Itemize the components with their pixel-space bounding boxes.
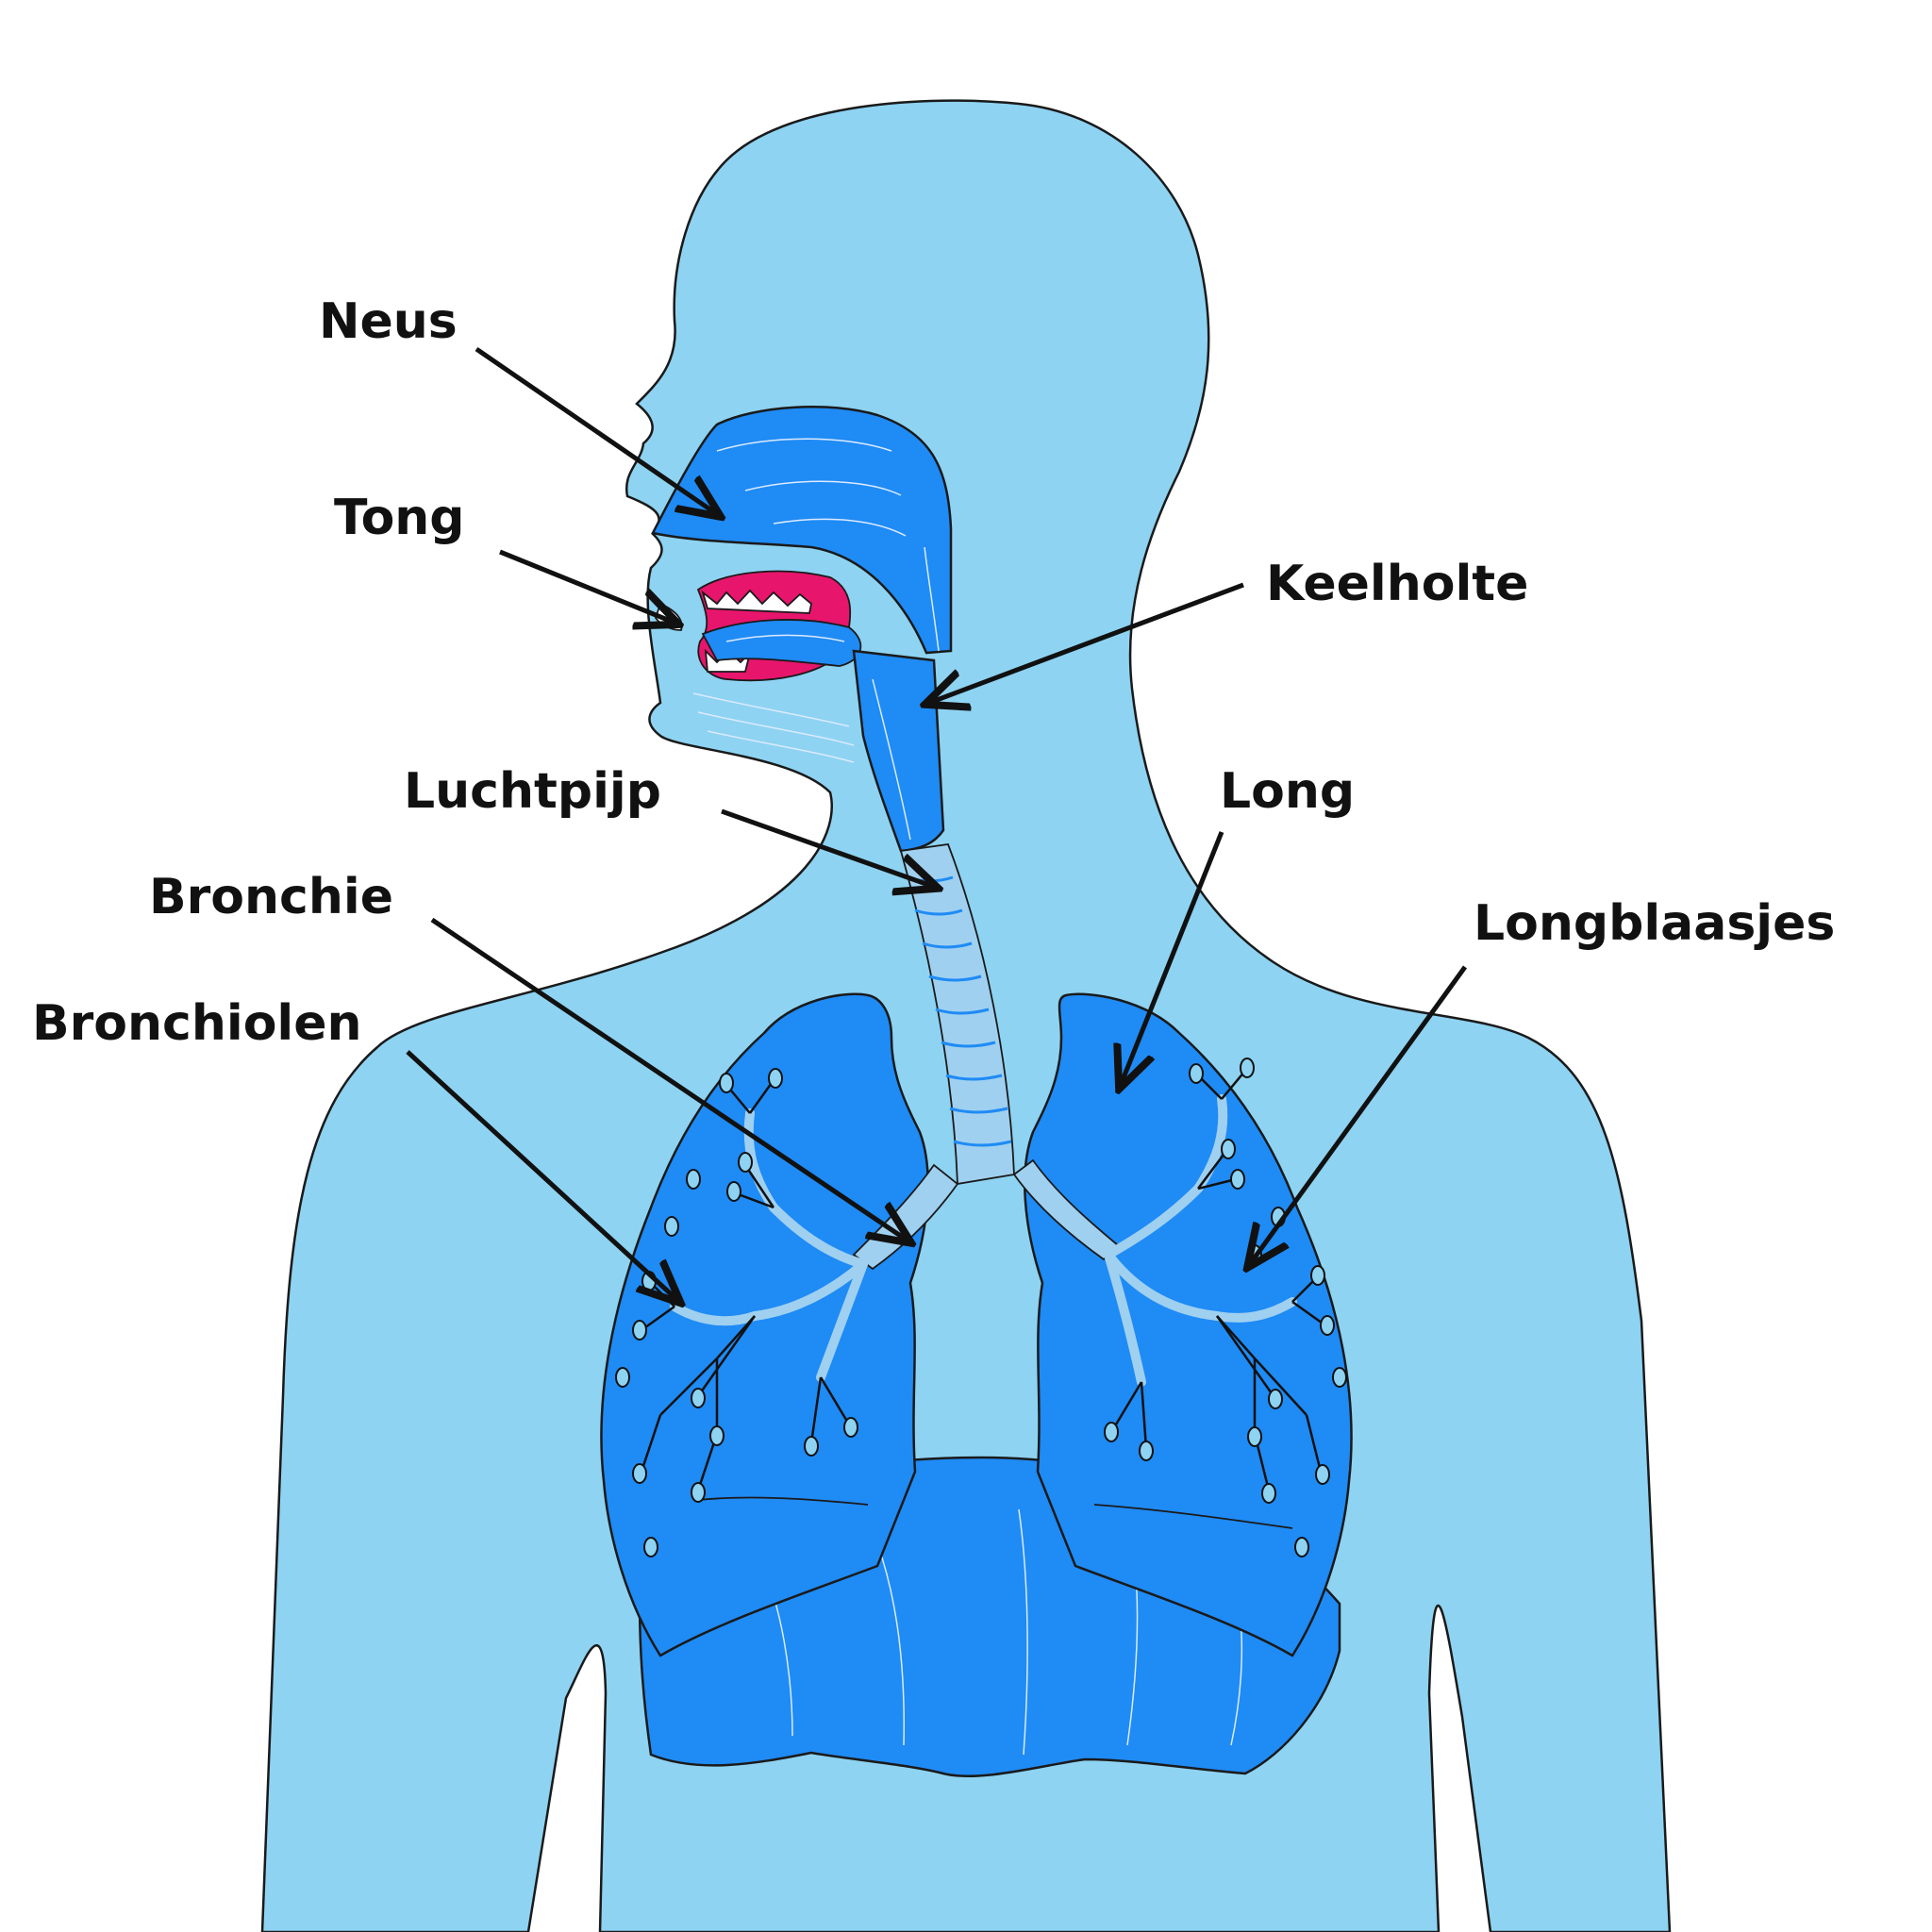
upper-teeth [701,589,812,614]
label-tong: Tong [334,490,465,546]
arrow-keelholte [929,582,1244,703]
label-bronchie: Bronchie [149,869,393,925]
arrow-luchtpijp [721,808,934,887]
right-bronchioles [1111,1070,1326,1491]
nasal-cavity [651,406,953,655]
arrow-longblaasjes [1250,965,1468,1264]
label-longblaasjes: Longblaasjes [1474,895,1835,952]
left-bronchial-tree [670,1108,868,1382]
label-bronchiolen: Bronchiolen [32,995,362,1052]
arrow-neus [475,346,717,514]
arrow-long [1121,831,1224,1085]
label-keelholte: Keelholte [1266,556,1528,612]
label-long: Long [1220,763,1355,820]
label-arrows [406,346,1468,1300]
labels: Neus Tong Keelholte Luchtpijp Long Bronc… [32,293,1835,1052]
arrow-tong [499,549,675,623]
arrow-bronchie [430,917,908,1241]
tongue [701,619,862,667]
left-lung [600,992,929,1657]
label-luchtpijp: Luchtpijp [404,763,661,820]
label-neus: Neus [319,293,458,350]
arrow-bronchiolen [406,1050,677,1300]
